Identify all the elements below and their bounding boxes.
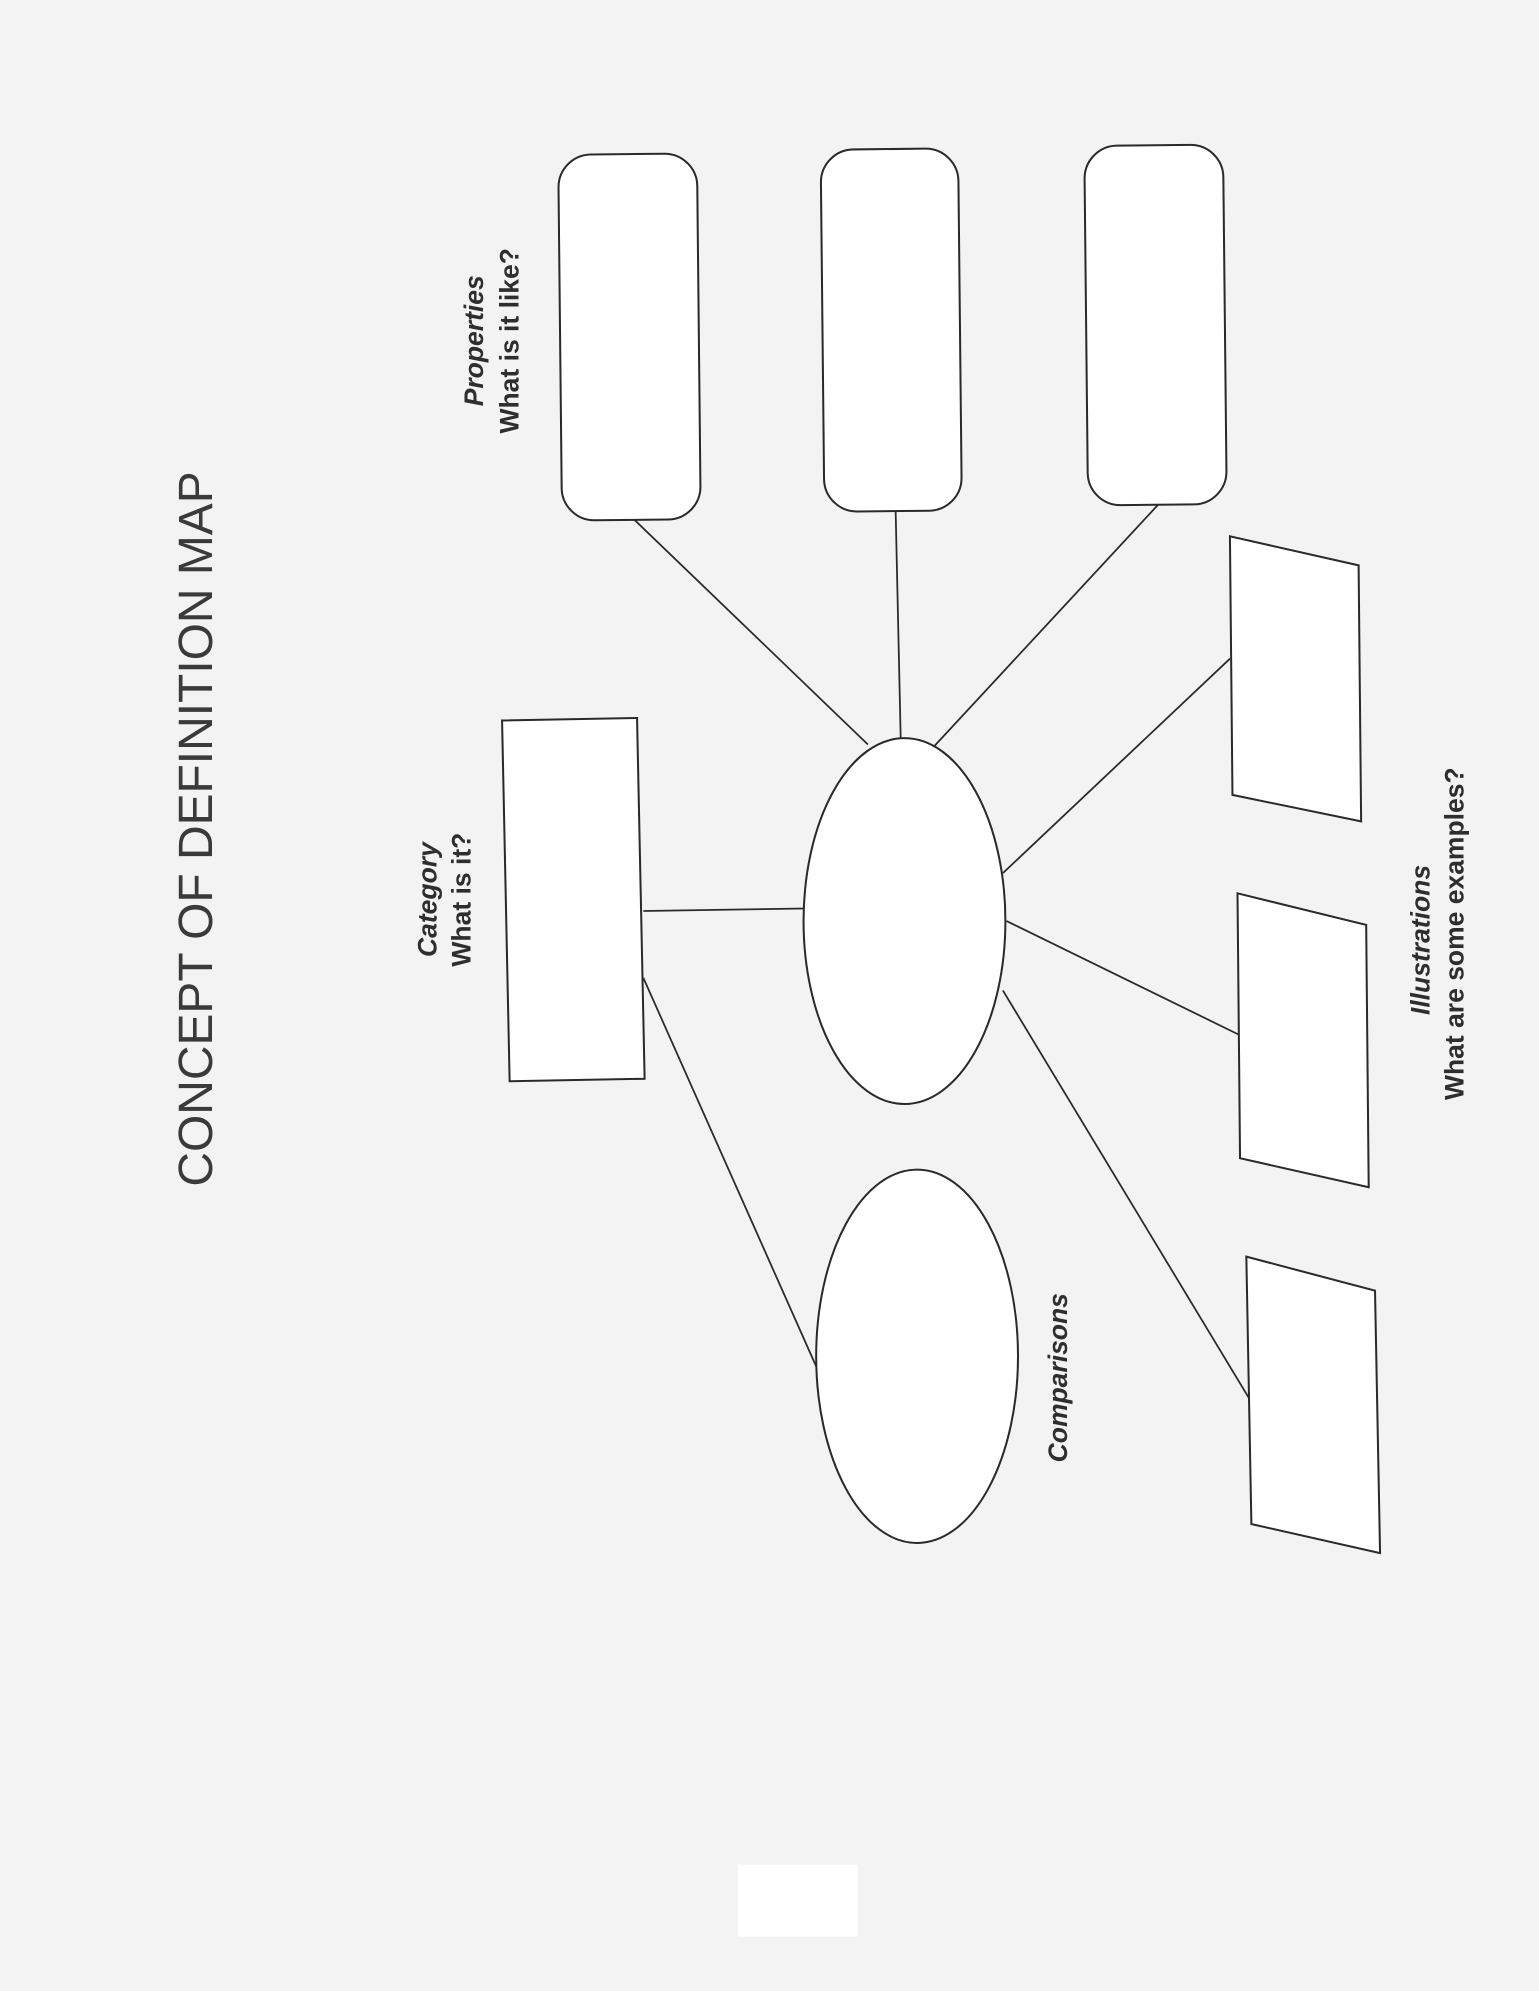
category-question: What is it? [447, 833, 477, 967]
concept-ellipse[interactable] [802, 737, 1007, 1105]
illustration-box-1[interactable] [1228, 535, 1363, 823]
line-category [643, 907, 805, 912]
line-property-3 [932, 504, 1159, 748]
line-property-1 [633, 519, 869, 746]
property-box-2[interactable] [819, 147, 963, 513]
line-illustration-1 [1002, 658, 1231, 874]
category-label: Category [412, 841, 442, 957]
illustrations-question: What are some examples? [1439, 767, 1469, 1100]
properties-label: Properties [459, 275, 489, 406]
comparisons-ellipse[interactable] [815, 1168, 1020, 1544]
property-box-3[interactable] [1083, 143, 1228, 507]
illustrations-label: Illustrations [1405, 865, 1435, 1015]
properties-question: What is it like? [494, 248, 524, 433]
page-title: CONCEPT OF DEFINITION MAP [170, 471, 223, 1186]
line-illustration-3 [1002, 989, 1250, 1399]
line-comparisons [642, 977, 817, 1367]
property-box-1[interactable] [557, 152, 702, 522]
scan-blank-patch [737, 1864, 858, 1937]
line-illustration-2 [1006, 920, 1240, 1036]
illustration-box-2[interactable] [1236, 892, 1370, 1189]
line-property-2 [894, 511, 902, 739]
connector-lines [633, 504, 1250, 1399]
comparisons-label: Comparisons [1043, 1293, 1073, 1462]
illustration-box-3[interactable] [1245, 1255, 1382, 1555]
category-box[interactable] [501, 716, 646, 1083]
